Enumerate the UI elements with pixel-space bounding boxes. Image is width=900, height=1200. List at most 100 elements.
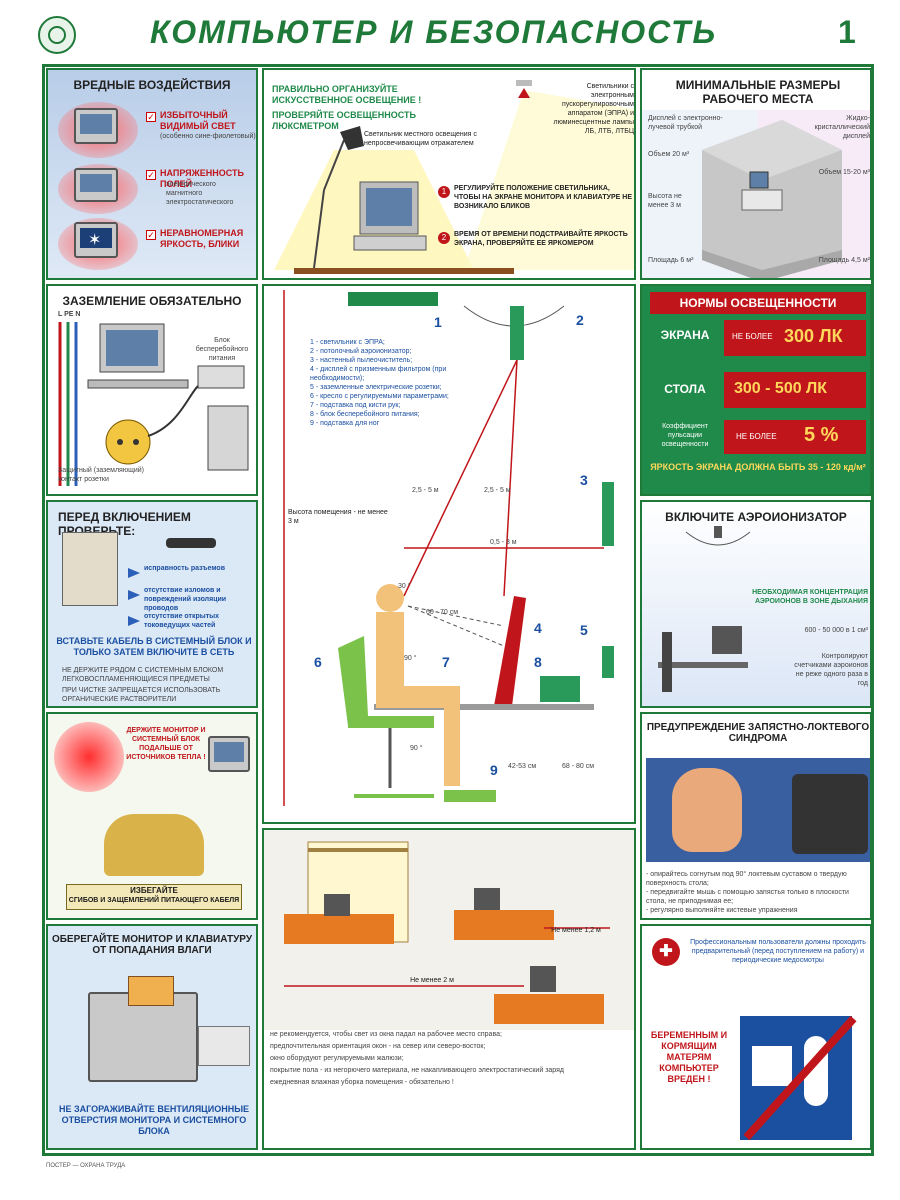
harm-item-light: ИЗБЫТОЧНЫЙ ВИДИМЫЙ СВЕТ xyxy=(160,110,236,131)
socket-label: Защитный (заземляющий) контакт розетки xyxy=(58,467,144,483)
panel-title: ЗАЗЕМЛЕНИЕ ОБЯЗАТЕЛЬНО xyxy=(62,294,242,308)
lighting-step-2: ВРЕМЯ ОТ ВРЕМЕНИ ПОДСТРАИВАЙТЕ ЯРКОСТЬ Э… xyxy=(454,231,628,247)
monitor-icon xyxy=(752,1046,792,1086)
wrist-tip: - опирайтесь согнутым под 90° локтевым с… xyxy=(646,871,847,887)
avoid-box: ИЗБЕГАЙТЕ СГИБОВ И ЗАЩЕМЛЕНИЙ ПИТАЮЩЕГО … xyxy=(66,884,242,910)
check-note: НЕ ДЕРЖИТЕ РЯДОМ С СИСТЕМНЫМ БЛОКОМ ЛЕГК… xyxy=(62,667,224,683)
callout-number: 9 xyxy=(490,762,498,778)
local-lamp-label: Светильник местного освещения с непросве… xyxy=(364,131,477,147)
panel-lighting-norms: НОРМЫ ОСВЕЩЕННОСТИ ЭКРАНА НЕ БОЛЕЕ 300 Л… xyxy=(640,284,872,496)
norm-screen-prefix: НЕ БОЛЕЕ xyxy=(732,332,773,341)
medical-text: Профессиональным пользователи должны про… xyxy=(690,939,866,964)
room-tip: ежедневная влажная уборка помещения - об… xyxy=(270,1079,454,1086)
glare-star-icon: ✶ xyxy=(88,232,102,249)
lighting-title: ПРАВИЛЬНО ОРГАНИЗУЙТЕ ИСКУССТВЕННОЕ ОСВЕ… xyxy=(272,84,422,105)
panel-title: ОБЕРЕГАЙТЕ МОНИТОР И КЛАВИАТУРУ ОТ ПОПАД… xyxy=(51,934,253,956)
arrow-icon xyxy=(128,616,140,626)
view-distance-label: 60 - 70 см xyxy=(426,609,459,616)
room-tip: покрытие пола - из негорючего материала,… xyxy=(270,1067,564,1074)
monitor-icon xyxy=(74,168,118,202)
arrow-icon xyxy=(128,568,140,578)
distance-label: Не менее 2 м xyxy=(410,977,454,984)
room-cube-illustration xyxy=(642,110,870,278)
panel-min-workplace-size: МИНИМАЛЬНЫЕ РАЗМЕРЫ РАБОЧЕГО МЕСТА Диспл… xyxy=(640,68,872,280)
room-height-label: Высота помещения - не менее 3 м xyxy=(288,509,388,525)
panel-title: ПРЕДУПРЕЖДЕНИЕ ЗАПЯСТНО-ЛОКТЕВОГО СИНДРО… xyxy=(646,722,870,744)
distance-label: 2,5 - 5 м xyxy=(484,487,511,494)
wrist-tip: - передвигайте мышь с помощью запястья т… xyxy=(646,889,849,905)
poster-frame xyxy=(42,64,874,1156)
vents-warning: НЕ ЗАГОРАЖИВАЙТЕ ВЕНТИЛЯЦИОННЫЕ ОТВЕРСТИ… xyxy=(58,1104,250,1136)
norm-desk-value: 300 - 500 ЛК xyxy=(734,380,828,397)
legend-item: 7 - подставка под кисти рук; xyxy=(310,402,401,409)
pregnant-warning: БЕРЕМЕННЫМ И КОРМЯЩИМ МАТЕРЯМ КОМПЬЮТЕР … xyxy=(650,1030,728,1084)
panel-workstation: 1 - светильник с ЭПРА; 2 - потолочный аэ… xyxy=(262,284,636,824)
desk-height-label: 68 - 80 см xyxy=(562,763,595,770)
keyboard-icon xyxy=(198,1026,250,1066)
ceiling-lamps-label: Светильники с электронным пускорегулиров… xyxy=(553,83,634,135)
footer-left: ПОСТЕР — ОХРАНА ТРУДА xyxy=(46,1163,126,1169)
distance-label: 2,5 - 5 м xyxy=(412,487,439,494)
step-number: 2 xyxy=(438,232,450,244)
callout-number: 7 xyxy=(442,654,450,670)
harm-item-fields: НАПРЯЖЕННОСТЬ ПОЛЕЙ xyxy=(160,168,244,189)
distance-label: 0,5 - 3 м xyxy=(490,539,517,546)
norm-ripple-label: Коэффициент пульсации освещенности xyxy=(661,423,709,448)
avoid-title: ИЗБЕГАЙТЕ xyxy=(130,886,178,895)
room-tips: не рекомендуется, чтобы свет из окна пад… xyxy=(270,1030,630,1087)
legend-item: 1 - светильник с ЭПРА; xyxy=(310,339,385,346)
step-number: 1 xyxy=(438,186,450,198)
norm-screen-label: ЭКРАНА xyxy=(660,328,710,342)
panel-title: ВРЕДНЫЕ ВОЗДЕЙСТВИЯ xyxy=(73,78,231,92)
norm-ripple-box: НЕ БОЛЕЕ 5 % xyxy=(724,420,866,454)
page-number: 1 xyxy=(838,14,856,50)
ion-range: 600 - 50 000 в 1 см³ xyxy=(804,627,868,634)
system-unit-icon xyxy=(62,532,118,606)
panel-moisture: ОБЕРЕГАЙТЕ МОНИТОР И КЛАВИАТУРУ ОТ ПОПАД… xyxy=(46,924,258,1150)
room-illustration xyxy=(264,830,634,1030)
norm-desk-label: СТОЛА xyxy=(664,382,706,396)
check-item: отсутствие открытых токоведущих частей xyxy=(144,613,219,629)
harm-sub-item: магнитного xyxy=(166,190,203,197)
callout-number: 4 xyxy=(534,620,542,636)
ion-control-note: Контролируют счетчиками аэроионов не реж… xyxy=(794,653,868,687)
wire-labels: L PE N xyxy=(58,311,81,318)
poster-title: КОМПЬЮТЕР И БЕЗОПАСНОСТЬ xyxy=(150,14,718,50)
callout-number: 1 xyxy=(434,314,442,330)
check-icon: ✓ xyxy=(146,112,156,122)
lcd-label: Жидко-кристаллический дисплей xyxy=(814,115,870,140)
plug-icon xyxy=(166,538,216,548)
statue-icon xyxy=(104,814,204,876)
panel-harmful-effects: ВРЕДНЫЕ ВОЗДЕЙСТВИЯ ✓ ИЗБЫТОЧНЫЙ ВИДИМЫЙ… xyxy=(46,68,258,280)
monitor-icon xyxy=(74,108,118,144)
workstation-illustration xyxy=(283,290,614,806)
angle-label: 90 ° xyxy=(410,745,423,752)
room-tip: окно оборудуют регулируемыми жалюзи; xyxy=(270,1055,404,1062)
check-instruction: ВСТАВЬТЕ КАБЕЛЬ В СИСТЕМНЫЙ БЛОК И ТОЛЬК… xyxy=(56,636,252,657)
norm-ripple-prefix: НЕ БОЛЕЕ xyxy=(736,432,777,441)
check-icon: ✓ xyxy=(146,230,156,240)
legend-item: 5 - заземленные электрические розетки; xyxy=(310,384,442,391)
norms-title: НОРМЫ ОСВЕЩЕННОСТИ xyxy=(650,292,866,314)
panel-grounding: ЗАЗЕМЛЕНИЕ ОБЯЗАТЕЛЬНО L PE N Блок беспе… xyxy=(46,284,258,496)
room-tip: предпочтительная ориентация окон - на се… xyxy=(270,1043,486,1050)
harm-sub-item: электрического xyxy=(166,181,216,188)
volume-crt: Объем 20 м³ xyxy=(648,151,690,158)
panel-lighting: ПРАВИЛЬНО ОРГАНИЗУЙТЕ ИСКУССТВЕННОЕ ОСВЕ… xyxy=(262,68,636,280)
norm-desk-box: 300 - 500 ЛК xyxy=(724,372,866,408)
callout-number: 6 xyxy=(314,654,322,670)
panel-medical: ✚ Профессиональным пользователи должны п… xyxy=(640,924,872,1150)
callout-number: 3 xyxy=(580,472,588,488)
panel-title: МИНИМАЛЬНЫЕ РАЗМЕРЫ РАБОЧЕГО МЕСТА xyxy=(675,78,841,106)
check-icon: ✓ xyxy=(146,170,156,180)
harm-sub-item: электростатического xyxy=(166,199,234,206)
panel-check-before-start: ПЕРЕД ВКЛЮЧЕНИЕМ ПРОВЕРЬТЕ: исправность … xyxy=(46,500,258,708)
distance-label: Не менее 1,2 м xyxy=(551,927,601,934)
logo-icon xyxy=(38,16,76,54)
legend-list: 1 - светильник с ЭПРА; 2 - потолочный аэ… xyxy=(310,338,490,428)
norm-ripple-value: 5 % xyxy=(804,424,839,446)
poster-header: КОМПЬЮТЕР И БЕЗОПАСНОСТЬ 1 xyxy=(0,0,900,62)
height-label: Высота не менее 3 м xyxy=(648,193,682,209)
legend-item: 6 - кресло с регулируемыми параметрами; xyxy=(310,393,449,400)
legend-item: 4 - дисплей с призменным фильтром (при н… xyxy=(310,366,447,382)
